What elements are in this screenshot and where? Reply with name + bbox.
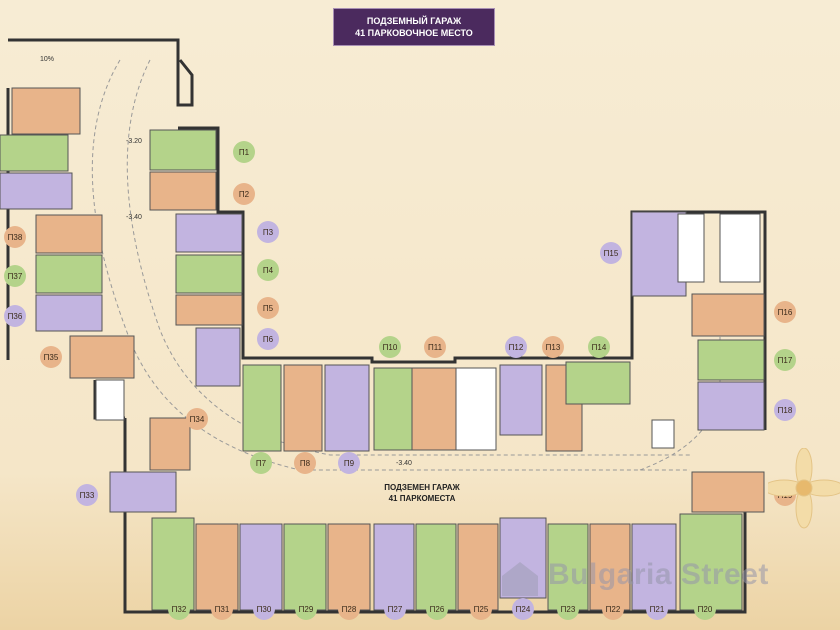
parking-space-label: П20 <box>694 598 716 620</box>
parking-space-label: П1 <box>233 141 255 163</box>
parking-space-label: П21 <box>646 598 668 620</box>
parking-space-label: П15 <box>600 242 622 264</box>
parking-space-label: П36 <box>4 305 26 327</box>
parking-space-label: П12 <box>505 336 527 358</box>
watermark-logo-icon <box>502 562 538 596</box>
parking-space-label: П31 <box>211 598 233 620</box>
parking-space-label: П10 <box>379 336 401 358</box>
parking-space-label: П5 <box>257 297 279 319</box>
stair-cores <box>95 213 761 451</box>
parking-space-label: П8 <box>294 452 316 474</box>
parking-space-label: П37 <box>4 265 26 287</box>
title-line-2: 41 ПАРКОВОЧНОЕ МЕСТО <box>355 28 473 38</box>
parking-space-label: П17 <box>774 349 796 371</box>
parking-space-label: П4 <box>257 259 279 281</box>
parking-space-label: П26 <box>426 598 448 620</box>
elevation-label: -3.20 <box>126 138 142 145</box>
center-label-line-1: ПОДЗЕМЕН ГАРАЖ <box>384 483 460 492</box>
parking-space-label: П9 <box>338 452 360 474</box>
parking-space-label: П18 <box>774 399 796 421</box>
ramp-grade: 10% <box>40 56 55 63</box>
parking-bays <box>0 87 765 611</box>
title-banner: ПОДЗЕМНЫЙ ГАРАЖ 41 ПАРКОВОЧНОЕ МЕСТО <box>333 8 495 46</box>
elevation-label: -3.40 <box>396 460 412 467</box>
parking-space-label: П14 <box>588 336 610 358</box>
decorative-flower-icon <box>768 448 840 529</box>
parking-space-label: П22 <box>602 598 624 620</box>
parking-space-label: П38 <box>4 226 26 248</box>
parking-space-label: П30 <box>253 598 275 620</box>
center-label-line-2: 41 ПАРКОМЕСТА <box>388 494 456 503</box>
parking-space-label: П3 <box>257 221 279 243</box>
parking-space-label: П2 <box>233 183 255 205</box>
parking-space-label: П29 <box>295 598 317 620</box>
title-line-1: ПОДЗЕМНЫЙ ГАРАЖ <box>366 16 462 26</box>
parking-space-label: П6 <box>257 328 279 350</box>
parking-space-label: П28 <box>338 598 360 620</box>
parking-space-label: П25 <box>470 598 492 620</box>
parking-space-label: П23 <box>557 598 579 620</box>
watermark-text: Bulgaria Street <box>548 558 769 591</box>
center-garage-label: ПОДЗЕМЕН ГАРАЖ 41 ПАРКОМЕСТА <box>352 482 492 504</box>
parking-space-label: П32 <box>168 598 190 620</box>
parking-space-label: П34 <box>186 408 208 430</box>
parking-space-label: П35 <box>40 346 62 368</box>
parking-space-label: П27 <box>384 598 406 620</box>
parking-space-label: П7 <box>250 452 272 474</box>
parking-space-label: П11 <box>424 336 446 358</box>
parking-space-label: П16 <box>774 301 796 323</box>
parking-space-label: П33 <box>76 484 98 506</box>
parking-space-label: П24 <box>512 598 534 620</box>
elevation-label: -3.40 <box>126 214 142 221</box>
parking-space-label: П13 <box>542 336 564 358</box>
